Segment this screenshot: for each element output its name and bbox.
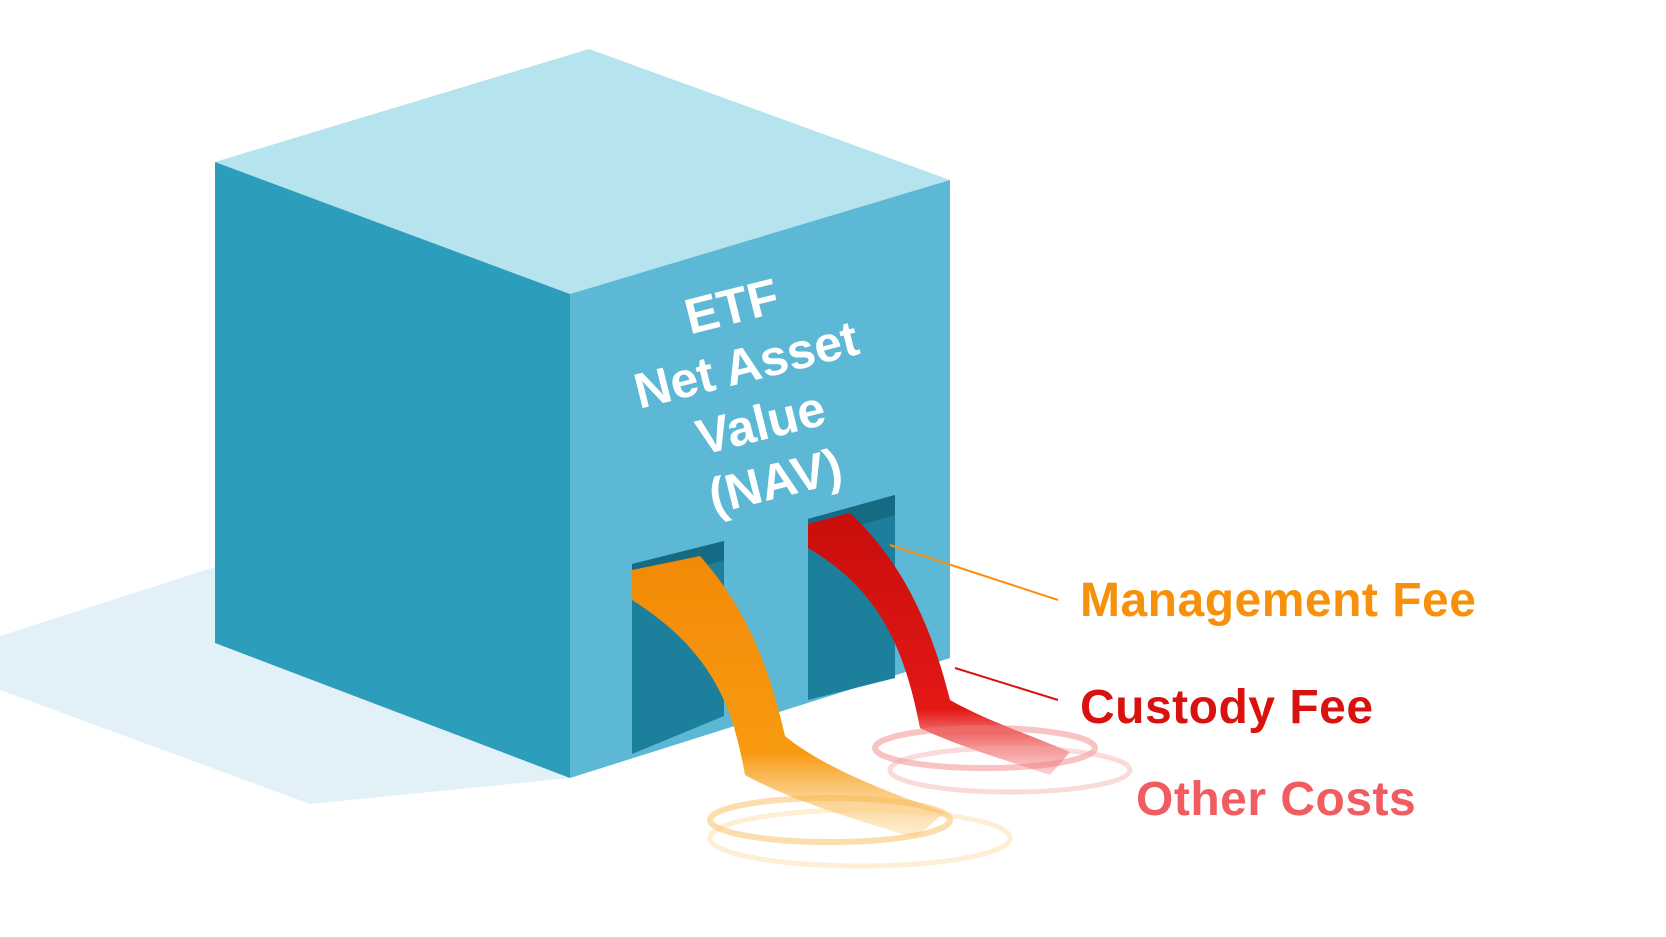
management-fee-label: Management Fee — [1080, 574, 1477, 627]
cube-left-face — [215, 162, 570, 778]
management-leader-line — [889, 544, 1059, 601]
management-splash-outer — [707, 807, 1013, 869]
management-fee-stream — [632, 556, 945, 838]
custody-fee-label: Custody Fee — [1080, 681, 1374, 734]
cube-top-face — [215, 49, 950, 294]
custody-splash-outer — [887, 745, 1133, 795]
management-splash — [707, 795, 953, 845]
other-costs-label: Other Costs — [1136, 773, 1417, 826]
custody-fee-stream — [808, 513, 1070, 775]
custody-splash — [872, 725, 1098, 771]
cube-shadow — [0, 567, 570, 804]
custody-leader-line — [954, 667, 1059, 701]
